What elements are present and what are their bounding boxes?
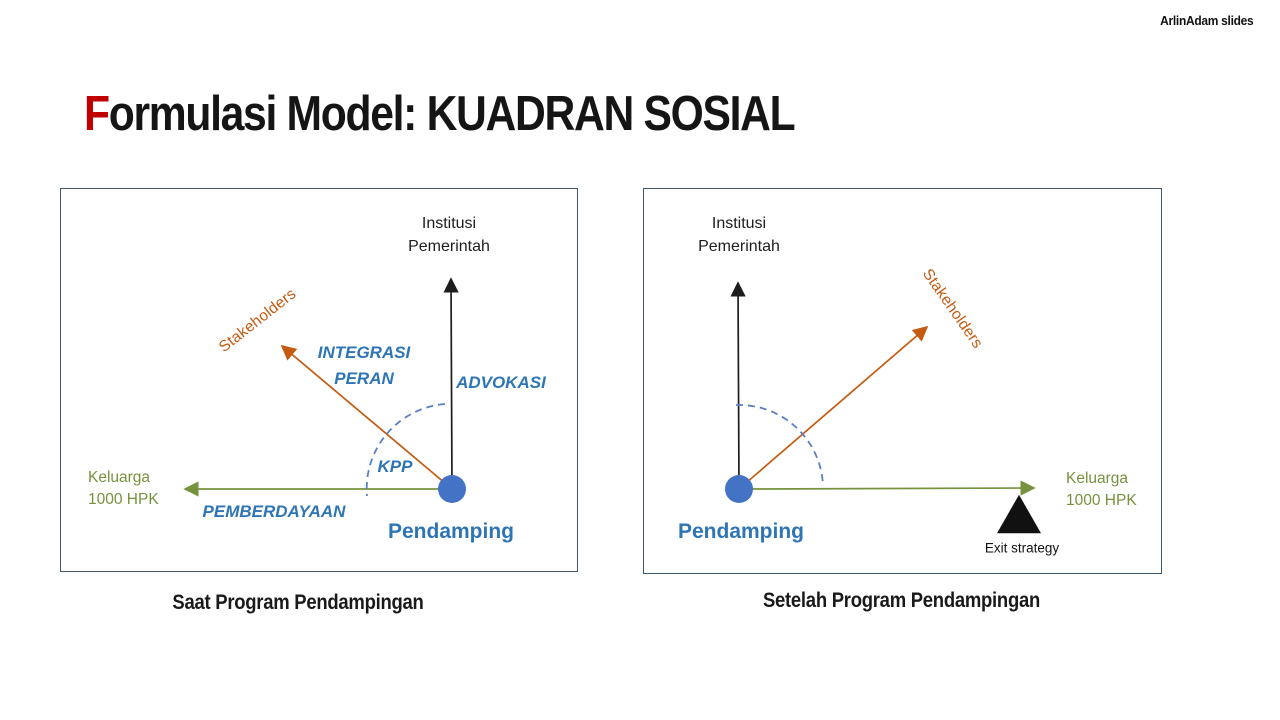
left-caption: Saat Program Pendampingan [172, 591, 424, 614]
credit-text: ArlinAdam slides [1159, 13, 1254, 28]
institusi-axis-arrow [443, 277, 459, 490]
institusi-pemerintah-label: Institusi Pemerintah [408, 215, 490, 255]
keluarga-1000hpk-label: Keluarga 1000 HPK [1066, 470, 1137, 509]
right-diagram-svg [725, 281, 1041, 534]
kpp-arc [365, 403, 446, 497]
left-diagram-svg [183, 277, 466, 503]
keluarga-arrow [752, 480, 1036, 496]
right-quadrant-box: Institusi Pemerintah Stakeholders Keluar… [643, 188, 1162, 574]
stakeholders-arrow [738, 325, 929, 490]
pendamping-dot [438, 475, 466, 503]
pendamping-label: Pendamping [387, 520, 515, 543]
title-lead-letter: F [84, 87, 110, 141]
pendamping-dot [725, 475, 753, 503]
kpp-label: KPP [377, 457, 413, 476]
institusi-axis-arrow [730, 281, 746, 490]
quadrant-arc [735, 404, 824, 487]
institusi-pemerintah-label: Institusi Pemerintah [698, 215, 780, 255]
pemberdayaan-label: PEMBERDAYAAN [202, 502, 346, 521]
title-rest: ormulasi Model: KUADRAN SOSIAL [108, 87, 796, 141]
exit-strategy-label: Exit strategy [984, 540, 1060, 556]
slide-title: Formulasi Model: KUADRAN SOSIAL [84, 86, 796, 142]
integrasi-peran-label: INTEGRASI PERAN [317, 343, 411, 388]
keluarga-1000hpk-label: Keluarga 1000 HPK [88, 469, 159, 508]
left-quadrant-box: Institusi Pemerintah Stakeholders INTEGR… [60, 188, 578, 572]
pendamping-label: Pendamping [677, 520, 805, 543]
advokasi-label: ADVOKASI [456, 373, 546, 392]
right-caption: Setelah Program Pendampingan [762, 589, 1041, 612]
stakeholders-arrow [280, 344, 453, 490]
